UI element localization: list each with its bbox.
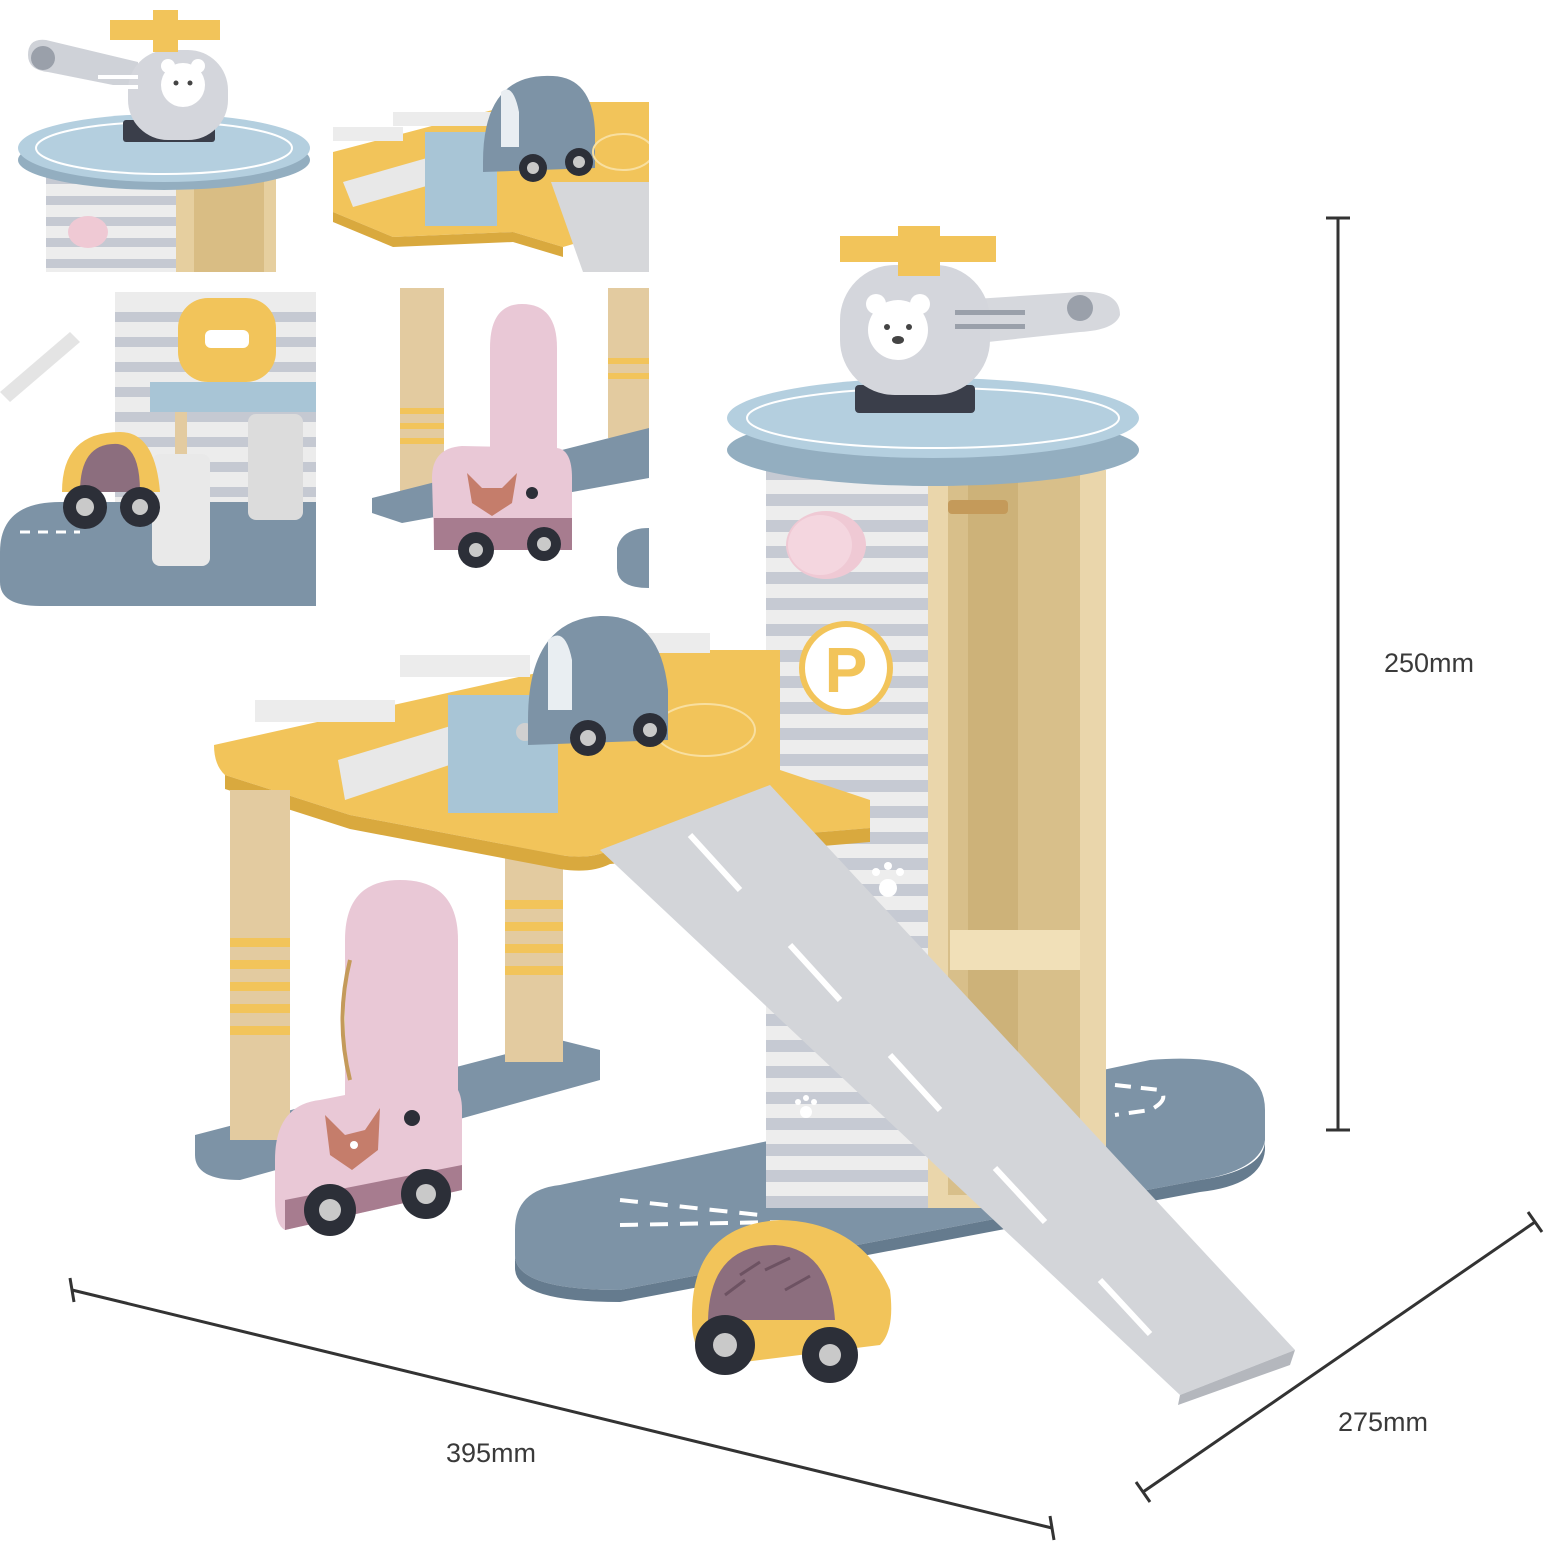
paw-icon [872,862,904,897]
dimension-label-width: 395mm [446,1438,537,1468]
bear-icon [868,300,928,360]
dimension-line-depth [1134,1211,1544,1503]
blue-car-toy [528,615,668,756]
fox-icon [467,473,517,516]
dimension-line-width [68,1277,1056,1541]
bear-icon [161,63,205,107]
inset-barrier-detail [333,72,649,272]
dimension-label-height: 250mm [1384,648,1475,678]
fuel-pump-toy [340,880,458,1100]
inset-car-wash-detail [0,292,316,606]
ramp [600,785,1295,1405]
inset-helicopter-detail [18,10,310,272]
fox-car-toy [275,1077,462,1236]
dimension-label-depth: 275mm [1338,1407,1429,1437]
parking-barrier [338,695,558,813]
helipad [727,378,1139,458]
hedgehog-icon [80,443,140,492]
tower-parking-sign: P [825,634,868,706]
elevator-platform [950,930,1080,970]
pink-knob [68,216,108,248]
inset-fuel-pump-detail [372,288,649,606]
hedgehog-icon [708,1245,835,1320]
parking-p-icon [799,621,893,715]
fox-icon [325,1108,380,1170]
helicopter-toy [840,226,1120,413]
hedgehog-car-toy [691,1220,892,1383]
dimension-line-height [1326,216,1350,1132]
